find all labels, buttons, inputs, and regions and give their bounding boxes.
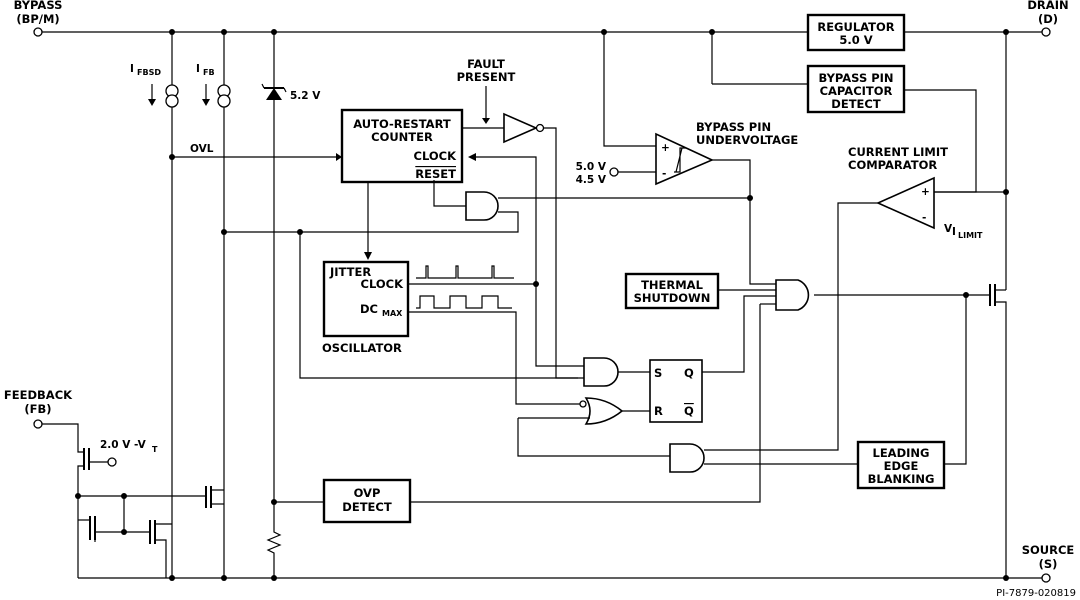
ovp-detect-block: [322, 478, 412, 524]
auto-restart-label-1: AUTO-RESTART: [353, 117, 451, 131]
leb-and-gate: [669, 443, 705, 473]
feedback-input-transistor: [77, 448, 108, 578]
feedback-pin-abbr: (FB): [24, 402, 51, 416]
leb-label-3: BLANKING: [868, 472, 935, 486]
ifb-label: I: [196, 63, 200, 75]
zener-voltage-label: 5.2 V: [290, 90, 321, 102]
bp-uv-label-1: BYPASS PIN: [696, 120, 771, 134]
auto-restart-counter-block: [340, 108, 464, 184]
bp-cap-label-3: DETECT: [831, 97, 881, 111]
feedback-pin-name: FEEDBACK: [4, 388, 73, 402]
bypass-pin-name: BYPASS: [14, 0, 63, 12]
reset-input-label: RESET: [415, 167, 456, 181]
ifb-sub: FB: [203, 68, 215, 77]
fb-output-transistor: [205, 486, 224, 508]
ovl-label: OVL: [190, 143, 214, 155]
main-and-gate: [775, 279, 810, 311]
dcmax-waveform: [416, 295, 512, 309]
fb-mirror-transistor-1: [78, 496, 125, 542]
dcmax-sub: MAX: [382, 309, 403, 318]
ff-s-label: S: [654, 366, 662, 380]
source-pin-abbr: (S): [1039, 557, 1058, 571]
uv-plus: +: [661, 142, 670, 154]
current-limit-label-1: CURRENT LIMIT: [848, 145, 948, 159]
cl-minus: -: [922, 212, 926, 224]
ref-lo-label: 4.5 V: [576, 174, 607, 186]
source-pin-terminal: [1041, 573, 1051, 583]
ifbsd-current-source: [148, 32, 179, 578]
thermal-shutdown-block: [624, 272, 720, 310]
zener-diode: [261, 32, 287, 528]
bp-uv-label-2: UNDERVOLTAGE: [696, 133, 798, 147]
leading-edge-blanking-block: [856, 440, 946, 490]
thermal-label-1: THERMAL: [641, 278, 704, 292]
ifbsd-sub: FBSD: [137, 68, 161, 77]
ff-r-label: R: [654, 404, 663, 418]
vilimit-sub: LIMIT: [958, 231, 983, 240]
ovp-label-1: OVP: [354, 486, 381, 500]
jitter-label: JITTER: [329, 265, 371, 279]
power-mosfet: [989, 284, 1007, 308]
bypass-pin-terminal: [33, 27, 43, 37]
fb-threshold-sub: T: [152, 445, 158, 454]
fault-inverter: [503, 112, 538, 144]
dcmax-label: DC: [360, 302, 378, 316]
vilimit-main: V: [944, 223, 953, 235]
feedback-pin-terminal: [33, 419, 43, 429]
osc-clock-label: CLOCK: [361, 277, 405, 291]
current-limit-label-2: COMPARATOR: [848, 158, 937, 172]
drain-pin-name: DRAIN: [1027, 0, 1068, 12]
regulator-label-1: REGULATOR: [817, 20, 894, 34]
oscillator-label: OSCILLATOR: [322, 341, 402, 355]
drain-pin-abbr: (D): [1038, 12, 1058, 26]
bypass-pin-abbr: (BP/M): [16, 12, 59, 26]
leb-label-1: LEADING: [873, 446, 930, 460]
vilimit-i: I: [952, 226, 956, 238]
ref-hi-label: 5.0 V: [576, 161, 607, 173]
fault-label-1: FAULT: [467, 57, 505, 71]
current-limit-comparator: [876, 176, 935, 230]
reset-or-gate: [584, 397, 624, 425]
ovp-label-2: DETECT: [342, 500, 392, 514]
bp-cap-label-1: BYPASS PIN: [818, 71, 893, 85]
clock-input-label: CLOCK: [414, 149, 458, 163]
resistor: [266, 528, 282, 578]
regulator-label-2: 5.0 V: [839, 33, 872, 47]
auto-restart-label-2: COUNTER: [371, 130, 433, 144]
leb-label-2: EDGE: [884, 459, 919, 473]
fault-label-2: PRESENT: [457, 70, 516, 84]
bp-cap-label-2: CAPACITOR: [820, 84, 893, 98]
oscillator-block: [322, 260, 410, 338]
cl-plus: +: [921, 186, 930, 198]
source-pin-name: SOURCE: [1022, 543, 1075, 557]
sr-flip-flop: [649, 359, 703, 423]
fb-threshold-label: 2.0 V -V: [100, 439, 147, 451]
ff-qbar-label: Q: [684, 404, 694, 418]
part-number-label: PI-7879-020819: [996, 588, 1076, 599]
thermal-label-2: SHUTDOWN: [634, 291, 711, 305]
clock-waveform: [416, 265, 514, 279]
bp-undervoltage-comparator: [655, 132, 714, 186]
ifbsd-label: I: [130, 63, 134, 75]
bp-capacitor-detect-block: [806, 64, 906, 114]
reset-and-gate: [465, 191, 499, 221]
ifb-current-source: [202, 32, 231, 578]
uv-minus: -: [662, 168, 666, 180]
regulator-block: [806, 13, 906, 52]
ff-q-label: Q: [684, 366, 694, 380]
set-and-gate: [583, 357, 619, 387]
drain-pin-terminal: [1041, 27, 1051, 37]
fb-mirror-transistor-2: [124, 520, 172, 578]
